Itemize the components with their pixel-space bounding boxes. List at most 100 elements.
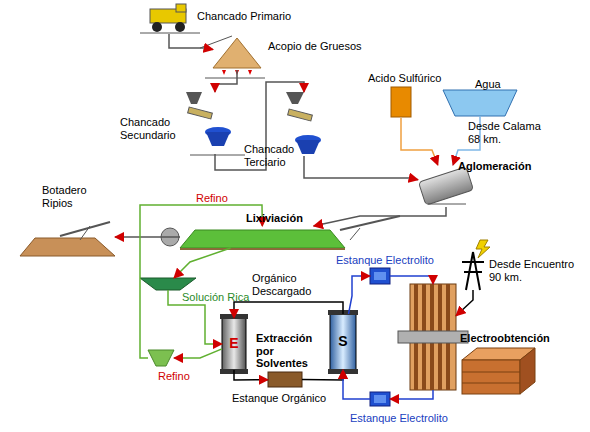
haul-truck-part <box>152 22 162 32</box>
flow-line <box>215 82 304 170</box>
copper-cathodes-part <box>520 348 535 394</box>
haul-truck <box>140 4 200 33</box>
copper-cathodes-part <box>462 372 520 373</box>
unit-label: Botadero Ripios <box>42 184 87 209</box>
unit-label: Desde Encuentro 90 km. <box>489 258 579 283</box>
haul-truck-part <box>175 22 185 32</box>
flow-line <box>174 248 231 278</box>
process-unit: Chancado Terciario <box>284 92 324 156</box>
tertiary-crusher-part <box>296 140 320 154</box>
haul-truck-part <box>140 33 200 34</box>
flow-line <box>140 205 262 358</box>
acid-tank <box>391 87 411 117</box>
copper-cathodes-part <box>462 383 520 384</box>
process-unit: Aglomeración <box>418 165 474 207</box>
unit-label: Chancado Secundario <box>120 116 182 141</box>
stripping-vessel <box>328 310 358 374</box>
process-unit: Acopio de Gruesos <box>213 38 261 70</box>
flow-line <box>456 290 473 316</box>
unit-label: Estanque Electrolito <box>336 254 434 267</box>
extraction-vessel-part <box>222 318 246 370</box>
power-tower <box>462 240 490 290</box>
water-pond-part <box>443 90 517 116</box>
flow-line <box>234 302 343 318</box>
process-unit: Lixiviación <box>180 226 345 248</box>
unit-label: Acido Sulfúrico <box>368 72 441 85</box>
unit-label: Refino <box>158 370 190 383</box>
waste-dump-part <box>80 226 90 240</box>
process-unit: Solución Rica <box>140 278 196 290</box>
electrolyte-tank-part <box>370 268 390 284</box>
process-unit: Chancado Primario <box>145 4 193 34</box>
organic-tank-part <box>268 372 302 387</box>
unit-label: Estanque Orgánico <box>232 392 326 405</box>
process-unit: E <box>222 318 246 370</box>
process-unit: Refino <box>148 350 174 366</box>
flow-line <box>349 276 371 314</box>
electrowinning-cells-part <box>398 331 468 343</box>
process-unit: Botadero Ripios <box>20 218 115 256</box>
unit-label: E <box>222 335 246 351</box>
flow-label: Refino <box>196 192 228 205</box>
ore-stockpile-part <box>200 36 232 48</box>
waste-dump-part <box>20 238 115 256</box>
haul-truck-part <box>176 4 186 12</box>
unit-label: Lixiviación <box>246 212 303 225</box>
copper-cathodes-part <box>462 360 520 394</box>
flow-line <box>343 370 370 399</box>
stripping-vessel-part <box>330 314 356 370</box>
unit-label: Estanque Electrolito <box>350 412 448 425</box>
unit-label: Acopio de Gruesos <box>268 40 362 53</box>
tertiary-crusher-part <box>286 92 304 104</box>
power-tower-part <box>476 240 490 258</box>
leach-heap-part <box>180 248 345 250</box>
process-unit: Estanque Orgánico <box>268 372 302 387</box>
raffinate-trough-part <box>148 350 174 366</box>
organic-tank <box>268 372 302 387</box>
secondary-crusher-part <box>190 155 245 156</box>
secondary-crusher-part <box>188 107 213 119</box>
section-label: Extracción por Solventes <box>256 332 328 370</box>
flow-line <box>234 370 268 380</box>
leach-heap-part <box>350 228 360 240</box>
electrolyte-tank-part <box>374 395 386 403</box>
unit-label: Agua <box>475 78 501 91</box>
ore-stockpile-part <box>205 78 265 79</box>
flow-line <box>174 349 222 358</box>
acid-tank-part <box>391 87 411 117</box>
unit-label: S <box>330 333 356 349</box>
flow-line <box>390 390 433 399</box>
agglomeration-drum <box>419 167 474 205</box>
unit-label: Aglomeración <box>458 160 531 173</box>
electrolyte-tank-part <box>374 272 386 280</box>
process-unit: Chancado Secundario <box>185 92 245 154</box>
power-tower-part <box>462 261 484 263</box>
rich-solution-trough <box>140 278 196 290</box>
leach-heap-part <box>180 230 345 248</box>
flow-line <box>215 70 237 92</box>
waste-dump <box>20 222 115 256</box>
unit-label: Desde Calama 68 km. <box>468 120 548 145</box>
process-unit: S <box>330 314 356 370</box>
flow-line <box>115 236 180 238</box>
ore-stockpile-part <box>213 38 261 68</box>
power-tower-part <box>464 271 482 273</box>
flow-line <box>169 34 213 50</box>
secondary-crusher <box>186 92 245 155</box>
unit-label: Electroobtención <box>460 332 550 345</box>
rich-solution-trough-part <box>140 278 196 290</box>
extraction-vessel <box>220 314 248 374</box>
agglomeration-drum-part <box>428 204 466 205</box>
process-unit: Acido Sulfúrico <box>390 86 412 118</box>
process-unit: AguaDesde Calama 68 km. <box>443 90 517 116</box>
flow-line <box>304 156 418 180</box>
flow-line <box>314 207 446 226</box>
agglomeration-drum-part <box>419 167 474 205</box>
process-unit: Estanque Electrolito <box>370 268 390 284</box>
flow-line <box>390 276 433 284</box>
process-unit: Estanque Electrolito <box>370 392 390 406</box>
unit-label: Solución Rica <box>182 291 249 304</box>
electrolyte-tank <box>370 268 390 406</box>
flow-label: Orgánico Descargado <box>252 272 324 297</box>
